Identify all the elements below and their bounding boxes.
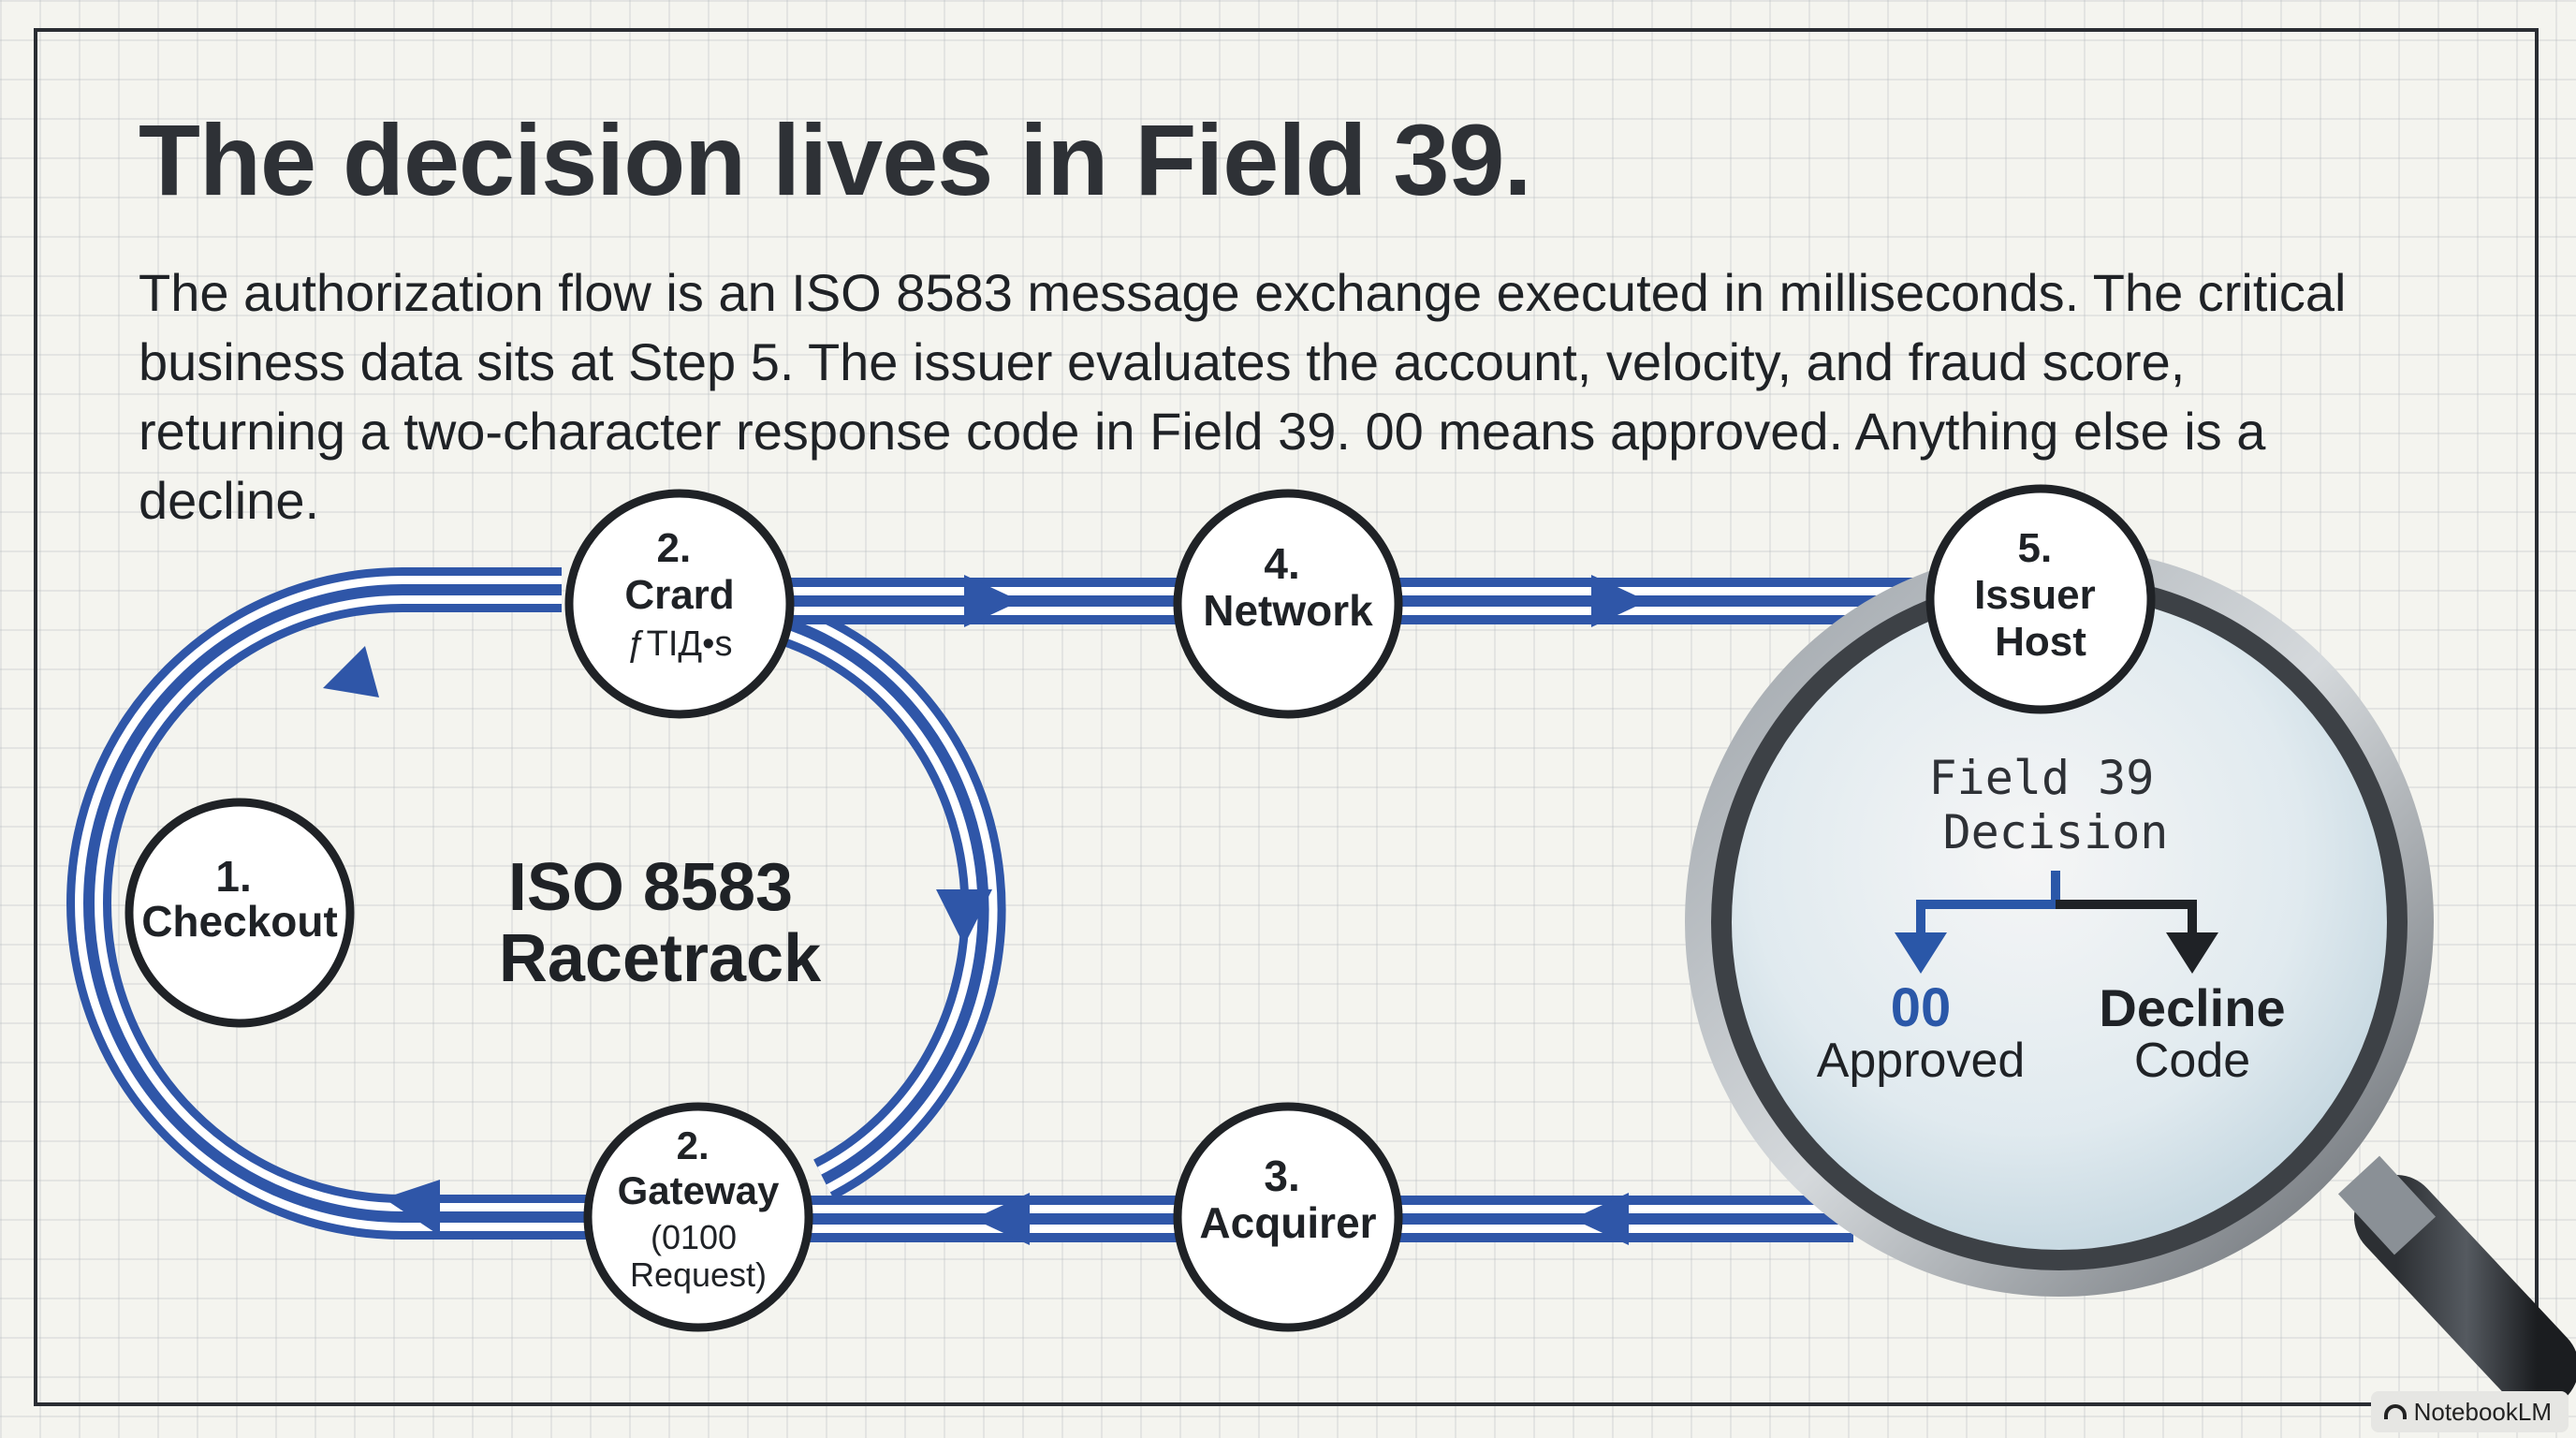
svg-text:(0100 Request): (0100 Request) [630, 1218, 767, 1294]
approved-label: Approved [1817, 1034, 2026, 1088]
slide-title: The decision lives in Field 39. [139, 103, 1531, 216]
node-gateway: 2. Gateway (0100 Request) [583, 1102, 813, 1332]
svg-text:5. Issuer Host: 5. Issuer Host [1974, 525, 2107, 665]
arrow-left-icon [384, 1180, 440, 1236]
svg-text:2. Crard: 2. Crard [624, 525, 734, 618]
node-card: 2. Crard ƒТӀД•s [564, 489, 795, 719]
arrow-down-icon [2166, 932, 2218, 974]
svg-text:1. Checkout: 1. Checkout [141, 852, 338, 946]
svg-text:ƒТӀД•s: ƒТӀД•s [627, 624, 733, 664]
arrow-down-icon [1895, 932, 1947, 974]
arrow-right-icon [964, 575, 1020, 627]
svg-text:4. Network: 4. Network [1203, 539, 1373, 635]
slide-frame [34, 28, 2539, 1406]
arrow-up-icon [323, 646, 379, 697]
arrow-left-icon [1573, 1193, 1629, 1245]
notebooklm-logo-icon [2383, 1404, 2407, 1419]
svg-text:3. Acquirer: 3. Acquirer [1199, 1152, 1376, 1247]
node-acquirer: 3. Acquirer [1173, 1102, 1403, 1332]
notebooklm-badge: NotebookLM [2370, 1391, 2569, 1432]
flow-arrows [323, 575, 1647, 1245]
intro-paragraph: The authorization flow is an ISO 8583 me… [139, 263, 2347, 530]
node-checkout: 1. Checkout [124, 798, 355, 1028]
arrow-left-icon [973, 1193, 1030, 1245]
node-issuer-host: 5. Issuer Host [1925, 484, 2156, 714]
arrow-right-icon [1591, 575, 1647, 627]
decline-label: Decline [2099, 978, 2285, 1037]
approved-code: 00 [1891, 977, 1952, 1038]
field-39-decision: Field 39 Decision 00 Approved Decline Co… [1817, 751, 2286, 1088]
racetrack-label: ISO 8583 Racetrack [499, 850, 822, 996]
node-network: 4. Network [1173, 489, 1403, 719]
decision-heading: Field 39 Decision [1929, 751, 2183, 859]
racetrack-loop [66, 567, 1006, 1240]
svg-text:2. Gateway: 2. Gateway [618, 1123, 780, 1212]
decline-code-label: Code [2134, 1034, 2250, 1088]
magnifying-glass-icon [1685, 548, 2576, 1409]
badge-label: NotebookLM [2413, 1397, 2552, 1426]
arrow-down-icon [936, 889, 992, 946]
